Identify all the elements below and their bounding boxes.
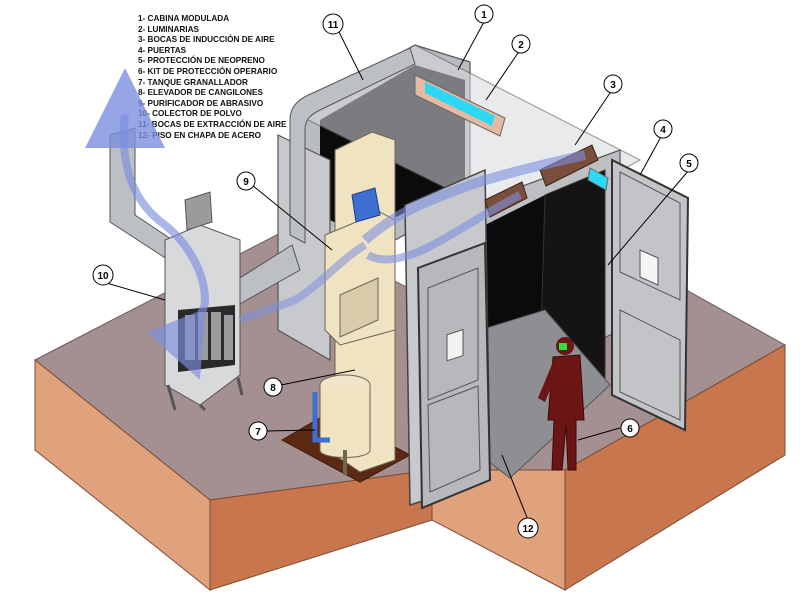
callouts: 1 2 3 4 5 6 7 8 9 10 11 12 [92,4,699,539]
airflow [85,68,587,380]
luminaires [414,74,609,191]
legend-item-5: 5- PROTECCIÓN DE NEOPRENO [138,56,265,66]
legend-item-1: 1- CABINA MODULADA [138,14,230,23]
callout-1: 1 [474,4,494,24]
legend-item-2: 2- LUMINARIAS [138,24,199,34]
callout-8: 8 [263,377,283,397]
svg-text:4: 4 [660,125,666,136]
callout-4: 4 [653,119,673,139]
svg-text:9: 9 [243,177,249,188]
door-right [611,158,690,432]
callout-lines [102,21,690,521]
legend-item-4: 4- PUERTAS [138,45,187,55]
legend: 1- CABINA MODULADA 2- LUMINARIAS 3- BOCA… [138,14,286,141]
luminaire-2 [587,167,609,191]
svg-text:1: 1 [481,10,487,21]
svg-text:6: 6 [627,424,633,435]
legend-item-10: 10- COLECTOR DE POLVO [138,109,242,119]
svg-text:8: 8 [270,383,276,394]
legend-item-3: 3- BOCAS DE INDUCCIÓN DE AIRE [138,35,275,45]
callout-10: 10 [92,264,114,286]
legend-item-11: 11- BOCAS DE EXTRACCIÓN DE AIRE [138,119,287,129]
airflow-arrow-icon [119,114,210,380]
luminaire-1-glow [425,82,495,126]
legend-item-8: 8- ELEVADOR DE CANGILONES [138,88,263,98]
callout-7: 7 [248,421,268,441]
legend-item-7: 7- TANQUE GRANALLADOR [138,77,248,87]
callout-9: 9 [236,171,256,191]
legend-item-6: 6- KIT DE PROTECCIÓN OPERARIO [138,66,278,76]
svg-text:12: 12 [522,524,534,535]
callout-6: 6 [620,418,640,438]
svg-text:3: 3 [610,80,616,91]
callout-12: 12 [517,517,539,539]
blast-tank [312,374,371,475]
legend-item-12: 12- PISO EN CHAPA DE ACERO [138,130,261,140]
callout-2: 2 [511,34,531,54]
callout-3: 3 [603,74,623,94]
svg-text:10: 10 [97,271,109,282]
callout-5: 5 [679,153,699,173]
svg-text:7: 7 [255,427,261,438]
svg-text:11: 11 [328,20,339,31]
svg-text:5: 5 [686,159,692,170]
legend-item-9: 9- PURIFICADOR DE ABRASIVO [138,98,264,108]
callout-11: 11 [322,13,344,35]
door-left [416,241,492,510]
purifier-motor [351,187,381,223]
floor-side-right [564,344,786,591]
svg-text:2: 2 [518,40,524,51]
operator-figure-icon [538,337,585,471]
